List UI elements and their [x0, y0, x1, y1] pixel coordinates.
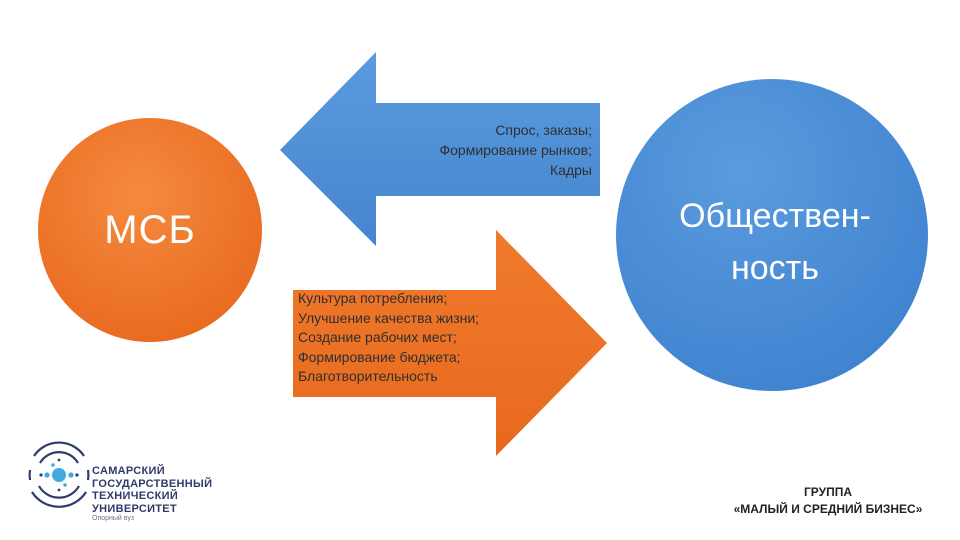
arrow-text-line: Улучшение качества жизни; [298, 309, 480, 326]
society-label-line: ность [731, 249, 819, 287]
society-label-line: Обществен- [679, 197, 871, 235]
arrow-to-msb-text: Спрос, заказы; Формирование рынков; Кадр… [380, 120, 592, 180]
arrow-text-line: Формирование бюджета; [298, 348, 461, 365]
group-caption-line: «МАЛЫЙ И СРЕДНИЙ БИЗНЕС» [733, 502, 923, 516]
msb-label: МСБ [104, 208, 196, 252]
university-name: САМАРСКИЙ ГОСУДАРСТВЕННЫЙ ТЕХНИЧЕСКИЙ УН… [92, 465, 212, 515]
group-caption: ГРУППА «МАЛЫЙ И СРЕДНИЙ БИЗНЕС» [700, 484, 956, 518]
arrow-text-line: Создание рабочих мест; [298, 329, 457, 345]
university-subtitle: Опорный вуз [92, 515, 135, 522]
society-label: Обществен- ность [630, 190, 920, 294]
arrow-text-line: Формирование рынков; [439, 142, 592, 158]
society-circle [616, 79, 928, 391]
arrow-to-society-text: Культура потребления; Улучшение качества… [298, 289, 538, 387]
university-name-line: САМАРСКИЙ [92, 465, 165, 477]
msb-circle [38, 118, 262, 342]
university-logo-icon [28, 441, 90, 508]
university-name-line: ТЕХНИЧЕСКИЙ [92, 490, 179, 502]
arrow-text-line: Культура потребления; [298, 290, 448, 306]
arrow-text-line: Благотворительность [298, 368, 438, 384]
arrow-to-society [293, 230, 607, 456]
arrow-to-msb [280, 52, 600, 246]
arrow-text-line: Спрос, заказы; [495, 122, 592, 138]
university-name-line: УНИВЕРСИТЕТ [92, 502, 177, 515]
university-name-line: ГОСУДАРСТВЕННЫЙ [92, 477, 213, 490]
arrow-text-line: Кадры [550, 162, 592, 178]
group-caption-line: ГРУППА [803, 485, 853, 499]
